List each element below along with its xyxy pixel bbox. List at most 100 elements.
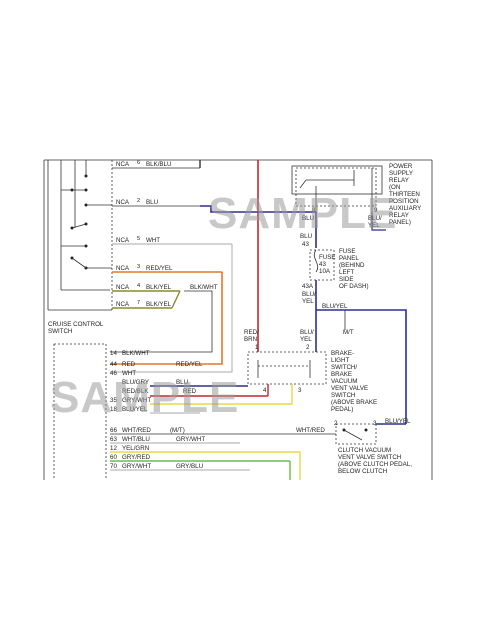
svg-text:BLK/YEL: BLK/YEL — [146, 284, 172, 291]
svg-text:NCA: NCA — [116, 265, 130, 272]
svg-text:POSITION: POSITION — [389, 198, 419, 205]
svg-text:RED/BLK: RED/BLK — [122, 388, 149, 395]
svg-text:PANEL): PANEL) — [389, 219, 411, 226]
svg-text:RED/: RED/ — [244, 329, 259, 336]
svg-text:VACUUM: VACUUM — [331, 378, 357, 385]
svg-text:YEL/GRN: YEL/GRN — [122, 445, 149, 452]
ecm-row-35: 35 GRY/WHT — [110, 397, 151, 404]
svg-text:(BEHIND: (BEHIND — [339, 262, 365, 269]
svg-text:44: 44 — [110, 361, 117, 368]
cruise-label-2: SWITCH — [48, 328, 72, 335]
svg-text:YEL: YEL — [368, 222, 380, 229]
svg-text:WHT/RED: WHT/RED — [296, 427, 325, 434]
ecm-red-label: RED — [183, 388, 197, 395]
cruise-row-1: NCA 6 BLK/BLU — [112, 160, 201, 169]
svg-text:BLU/: BLU/ — [368, 215, 382, 222]
watermark-top: SAMPLE — [208, 189, 397, 238]
wire-orange — [110, 272, 223, 365]
svg-text:FUSE: FUSE — [339, 248, 356, 255]
power-supply-relay: 8 9 BLU BLU/ YEL — [291, 165, 383, 229]
cruise-control-switch: CRUISE CONTROL SWITCH — [47, 160, 113, 335]
clutch-vacuum-switch: WHT/RED 2 3 BLU/YEL CLUTCH VACUUM VENT V… — [296, 418, 412, 475]
svg-text:SUPPLY: SUPPLY — [389, 170, 413, 177]
svg-text:4: 4 — [263, 387, 267, 394]
svg-text:BELOW CLUTCH: BELOW CLUTCH — [338, 468, 387, 475]
svg-text:GRY/WHT: GRY/WHT — [122, 397, 151, 404]
svg-text:BLU/YEL: BLU/YEL — [322, 303, 348, 310]
svg-text:10A: 10A — [319, 268, 331, 275]
svg-text:2: 2 — [306, 344, 310, 351]
svg-text:BLU: BLU — [146, 199, 158, 206]
svg-text:WHT/BLU: WHT/BLU — [122, 436, 150, 443]
svg-text:(M/T): (M/T) — [170, 427, 185, 434]
svg-text:WHT/RED: WHT/RED — [122, 427, 151, 434]
fuse-panel-label: FUSE PANEL (BEHIND LEFT SIDE OF DASH) — [339, 248, 369, 290]
svg-text:BRN: BRN — [244, 336, 257, 343]
svg-text:BLK/YEL: BLK/YEL — [146, 301, 172, 308]
brake-switch-label: BRAKE- LIGHT SWITCH/ BRAKE VACUUM VENT V… — [331, 350, 377, 413]
svg-text:35: 35 — [110, 397, 117, 404]
svg-text:LIGHT: LIGHT — [331, 357, 349, 364]
svg-text:9: 9 — [374, 207, 378, 214]
svg-text:(ABOVE BRAKE: (ABOVE BRAKE — [331, 399, 377, 406]
ecm-connector — [53, 343, 107, 480]
relay-label: POWER SUPPLY RELAY (ON THIRTEEN POSITION… — [389, 163, 421, 226]
svg-text:12: 12 — [110, 445, 117, 452]
svg-text:3: 3 — [373, 420, 377, 427]
svg-text:60: 60 — [110, 454, 117, 461]
cruise-row-5: NCA 4 BLK/YEL — [112, 283, 180, 292]
svg-text:RED: RED — [122, 361, 136, 368]
wire-wht-main — [110, 244, 233, 373]
svg-text:RED/YEL: RED/YEL — [146, 265, 173, 272]
svg-text:2: 2 — [334, 420, 338, 427]
svg-text:2: 2 — [137, 198, 140, 204]
svg-text:BLK/WHT: BLK/WHT — [122, 350, 150, 357]
fuse-43: BLU 43 FUSE 43 10A 43A BLU/ YEL BLU/YEL — [300, 212, 348, 352]
cruise-row-4: NCA 3 RED/YEL — [112, 264, 222, 273]
ecm-row-44: 44 RED — [110, 361, 136, 368]
svg-text:3: 3 — [298, 387, 302, 394]
svg-text:SIDE: SIDE — [339, 276, 353, 283]
svg-text:BLU/YEL: BLU/YEL — [385, 418, 411, 425]
svg-text:YEL: YEL — [300, 336, 312, 343]
wire-relay-right — [371, 212, 386, 231]
svg-text:YEL: YEL — [302, 298, 314, 305]
cruise-label-1: CRUISE CONTROL — [48, 321, 104, 328]
svg-text:GRY/WHT: GRY/WHT — [122, 463, 151, 470]
svg-text:63: 63 — [110, 436, 117, 443]
svg-text:CLUTCH VACUUM: CLUTCH VACUUM — [338, 447, 391, 454]
ecm-row-70: 70 GRY/WHT GRY/BLU — [110, 463, 250, 471]
ecm-row-blu-gry: BLU/GRY — [122, 379, 149, 386]
svg-text:8: 8 — [312, 207, 316, 214]
svg-text:(ON: (ON — [389, 184, 400, 191]
svg-text:5: 5 — [137, 236, 140, 242]
svg-text:BLU/: BLU/ — [302, 291, 316, 298]
svg-text:GRY/RED: GRY/RED — [122, 454, 151, 461]
svg-text:BLU: BLU — [300, 233, 312, 240]
watermark-bottom: SAMPLE — [50, 373, 239, 422]
svg-text:BLU/YEL: BLU/YEL — [122, 406, 148, 413]
svg-text:SWITCH/: SWITCH/ — [331, 364, 357, 371]
svg-text:NCA: NCA — [116, 237, 130, 244]
svg-text:BLK/BLU: BLK/BLU — [146, 161, 171, 168]
ecm-row-63: 63 WHT/BLU GRY/WHT — [110, 436, 240, 444]
ecm-blu-label: BLU — [176, 379, 188, 386]
svg-text:RELAY: RELAY — [389, 177, 409, 184]
svg-text:WHT: WHT — [122, 370, 136, 377]
svg-text:NCA: NCA — [116, 301, 130, 308]
svg-text:7: 7 — [137, 300, 140, 306]
svg-text:WHT: WHT — [146, 237, 160, 244]
svg-text:NCA: NCA — [116, 161, 130, 168]
svg-text:M/T: M/T — [343, 329, 354, 336]
svg-text:43: 43 — [319, 261, 326, 268]
svg-text:GRY/WHT: GRY/WHT — [176, 436, 205, 443]
svg-text:VENT VALVE SWITCH: VENT VALVE SWITCH — [338, 454, 401, 461]
svg-text:43A: 43A — [302, 283, 314, 290]
svg-text:18: 18 — [110, 406, 117, 413]
svg-text:OF DASH): OF DASH) — [339, 283, 369, 290]
svg-text:GRY/BLU: GRY/BLU — [176, 463, 203, 470]
svg-text:70: 70 — [110, 463, 117, 470]
